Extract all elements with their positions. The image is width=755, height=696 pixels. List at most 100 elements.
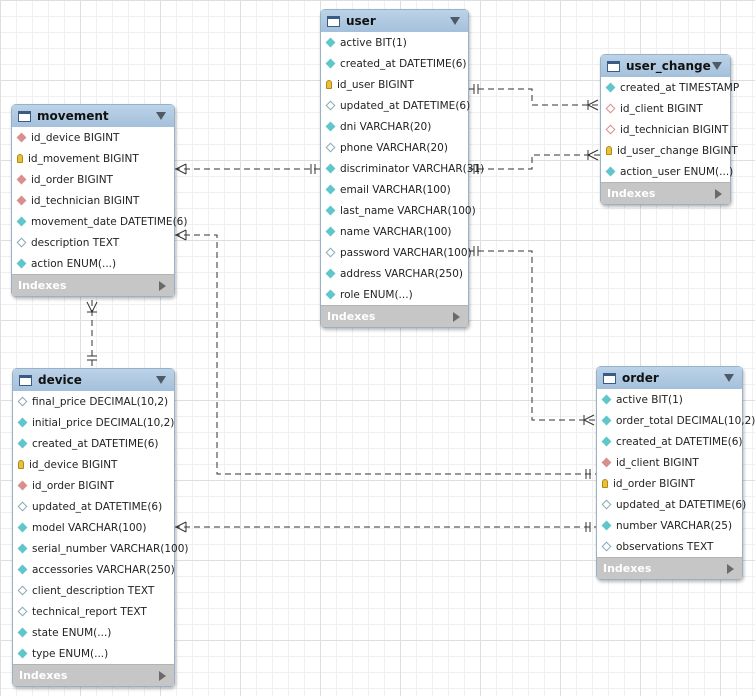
expand-arrow-icon[interactable] xyxy=(453,312,460,322)
column-row[interactable]: id_movement BIGINT xyxy=(12,148,174,169)
column-row[interactable]: movement_date DATETIME(6) xyxy=(12,211,187,232)
nullable-foreign-key-icon xyxy=(605,103,616,114)
expand-arrow-icon[interactable] xyxy=(727,564,734,574)
table-user[interactable]: user active BIT(1) created_at DATETIME(6)… xyxy=(320,9,484,328)
column-row[interactable]: state ENUM(...) xyxy=(13,622,174,643)
not-null-column-icon xyxy=(325,205,336,216)
nullable-column-icon xyxy=(325,100,336,111)
column-label: initial_price DECIMAL(10,2) xyxy=(32,416,175,429)
table-icon xyxy=(18,110,31,122)
column-row[interactable]: technical_report TEXT xyxy=(13,601,174,622)
column-label: dni VARCHAR(20) xyxy=(340,120,432,133)
not-null-column-icon xyxy=(17,648,28,659)
indexes-section[interactable]: Indexes xyxy=(601,182,730,204)
column-row[interactable]: name VARCHAR(100) xyxy=(321,221,468,242)
column-row[interactable]: updated_at DATETIME(6) xyxy=(597,494,746,515)
table-header[interactable]: user_change xyxy=(601,55,730,77)
column-row[interactable]: action_user ENUM(...) xyxy=(601,161,733,182)
column-row[interactable]: dni VARCHAR(20) xyxy=(321,116,468,137)
not-null-column-icon xyxy=(17,543,28,554)
column-row[interactable]: model VARCHAR(100) xyxy=(13,517,174,538)
column-row[interactable]: updated_at DATETIME(6) xyxy=(321,95,471,116)
column-row[interactable]: active BIT(1) xyxy=(597,389,742,410)
column-row[interactable]: email VARCHAR(100) xyxy=(321,179,468,200)
collapse-arrow-icon[interactable] xyxy=(450,17,460,25)
table-order[interactable]: order active BIT(1) order_total DECIMAL(1… xyxy=(596,366,755,580)
column-row[interactable]: id_user_change BIGINT xyxy=(601,140,738,161)
column-row[interactable]: number VARCHAR(25) xyxy=(597,515,742,536)
column-row[interactable]: id_technician BIGINT xyxy=(12,190,174,211)
column-row[interactable]: updated_at DATETIME(6) xyxy=(13,496,174,517)
column-row[interactable]: id_client BIGINT xyxy=(597,452,742,473)
collapse-arrow-icon[interactable] xyxy=(156,112,166,120)
not-null-column-icon xyxy=(16,258,27,269)
not-null-column-icon xyxy=(17,627,28,638)
column-row[interactable]: accessories VARCHAR(250) xyxy=(13,559,175,580)
column-row[interactable]: description TEXT xyxy=(12,232,174,253)
column-row[interactable]: observations TEXT xyxy=(597,536,742,557)
column-row[interactable]: id_technician BIGINT xyxy=(601,119,730,140)
indexes-label: Indexes xyxy=(603,562,652,575)
column-label: order_total DECIMAL(10,2) xyxy=(616,414,755,427)
column-label: updated_at DATETIME(6) xyxy=(340,99,471,112)
column-row[interactable]: address VARCHAR(250) xyxy=(321,263,468,284)
column-row[interactable]: id_device BIGINT xyxy=(12,127,174,148)
column-label: active BIT(1) xyxy=(340,36,407,49)
indexes-section[interactable]: Indexes xyxy=(12,274,174,296)
column-row[interactable]: id_order BIGINT xyxy=(597,473,742,494)
column-label: active BIT(1) xyxy=(616,393,683,406)
column-row[interactable]: serial_number VARCHAR(100) xyxy=(13,538,189,559)
table-header[interactable]: user xyxy=(321,10,468,32)
not-null-column-icon xyxy=(325,289,336,300)
primary-key-icon xyxy=(18,460,24,469)
rel-user-order xyxy=(468,246,596,426)
column-row[interactable]: discriminator VARCHAR(31) xyxy=(321,158,484,179)
column-row[interactable]: order_total DECIMAL(10,2) xyxy=(597,410,755,431)
column-row[interactable]: phone VARCHAR(20) xyxy=(321,137,468,158)
column-row[interactable]: final_price DECIMAL(10,2) xyxy=(13,391,174,412)
column-row[interactable]: created_at TIMESTAMP xyxy=(601,77,739,98)
column-row[interactable]: created_at DATETIME(6) xyxy=(13,433,174,454)
indexes-section[interactable]: Indexes xyxy=(597,557,742,579)
column-row[interactable]: action ENUM(...) xyxy=(12,253,174,274)
column-row[interactable]: id_device BIGINT xyxy=(13,454,174,475)
rel-movement-device xyxy=(86,300,98,369)
table-header[interactable]: movement xyxy=(12,105,174,127)
table-header[interactable]: order xyxy=(597,367,742,389)
expand-arrow-icon[interactable] xyxy=(159,671,166,681)
column-row[interactable]: client_description TEXT xyxy=(13,580,174,601)
table-header[interactable]: device xyxy=(13,369,174,391)
column-label: serial_number VARCHAR(100) xyxy=(32,542,189,555)
column-row[interactable]: id_user BIGINT xyxy=(321,74,468,95)
not-null-column-icon xyxy=(325,121,336,132)
collapse-arrow-icon[interactable] xyxy=(712,62,722,70)
column-label: id_order BIGINT xyxy=(31,173,113,186)
expand-arrow-icon[interactable] xyxy=(715,189,722,199)
column-row[interactable]: id_order BIGINT xyxy=(12,169,174,190)
table-device[interactable]: device final_price DECIMAL(10,2) initial_… xyxy=(12,368,189,687)
column-row[interactable]: id_order BIGINT xyxy=(13,475,174,496)
foreign-key-icon xyxy=(16,174,27,185)
column-row[interactable]: last_name VARCHAR(100) xyxy=(321,200,476,221)
indexes-section[interactable]: Indexes xyxy=(13,664,174,686)
indexes-label: Indexes xyxy=(327,310,376,323)
foreign-key-icon xyxy=(17,480,28,491)
column-row[interactable]: created_at DATETIME(6) xyxy=(597,431,743,452)
column-row[interactable]: created_at DATETIME(6) xyxy=(321,53,468,74)
column-row[interactable]: initial_price DECIMAL(10,2) xyxy=(13,412,174,433)
nullable-column-icon xyxy=(16,237,27,248)
indexes-section[interactable]: Indexes xyxy=(321,305,468,327)
column-row[interactable]: password VARCHAR(100) xyxy=(321,242,472,263)
nullable-column-icon xyxy=(17,606,28,617)
expand-arrow-icon[interactable] xyxy=(159,281,166,291)
collapse-arrow-icon[interactable] xyxy=(156,376,166,384)
column-row[interactable]: active BIT(1) xyxy=(321,32,468,53)
column-row[interactable]: role ENUM(...) xyxy=(321,284,468,305)
collapse-arrow-icon[interactable] xyxy=(724,374,734,382)
column-row[interactable]: id_client BIGINT xyxy=(601,98,730,119)
column-label: technical_report TEXT xyxy=(32,605,147,618)
column-row[interactable]: type ENUM(...) xyxy=(13,643,174,664)
